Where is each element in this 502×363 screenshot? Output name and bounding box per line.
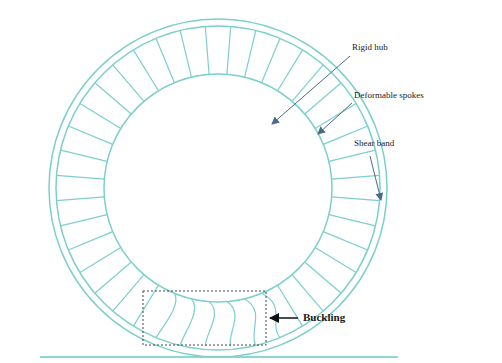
spoke: [113, 65, 144, 102]
part-label: Deformable spokes: [354, 91, 424, 101]
spoke: [305, 262, 342, 293]
leader-line: [370, 156, 381, 200]
spoke: [68, 232, 112, 250]
spoke: [57, 175, 105, 179]
buckled-spoke: [245, 299, 256, 346]
spoke: [305, 83, 342, 114]
shear-band-inner: [56, 26, 380, 350]
spoke: [292, 275, 323, 312]
callout-label: Buckling: [303, 311, 345, 323]
leader-arrow: [270, 317, 298, 319]
shear-band-outer: [49, 19, 387, 357]
spoke: [245, 31, 256, 78]
spoke: [323, 232, 367, 250]
part-label: Rigid hub: [352, 43, 388, 53]
spoke: [262, 38, 280, 82]
spoke: [113, 275, 144, 312]
spoke: [278, 285, 303, 326]
leader-line: [272, 56, 350, 124]
spokes: [57, 27, 380, 347]
spoke: [133, 50, 158, 91]
spoke: [57, 197, 105, 201]
spoke: [80, 103, 121, 128]
buckled-spoke: [180, 299, 194, 346]
spoke: [278, 50, 303, 91]
buckling-box: [143, 291, 266, 345]
part-label: Shear band: [354, 139, 394, 149]
leader-line: [318, 103, 352, 134]
spoke: [180, 31, 191, 78]
buckled-spoke: [262, 293, 280, 337]
buckled-spoke: [205, 302, 214, 346]
spoke: [68, 126, 112, 144]
spoke: [61, 150, 108, 161]
spoke: [315, 248, 356, 273]
spoke: [133, 285, 158, 326]
spoke: [315, 103, 356, 128]
spoke: [61, 215, 108, 226]
spoke: [329, 215, 376, 226]
spoke: [329, 150, 376, 161]
spoke: [95, 262, 132, 293]
spoke: [95, 83, 132, 114]
spoke: [156, 38, 174, 82]
spoke: [332, 197, 380, 201]
rigid-hub: [104, 74, 332, 302]
spoke: [205, 27, 209, 75]
spoke: [80, 248, 121, 273]
buckled-spoke: [227, 302, 235, 346]
spoke: [332, 175, 380, 179]
buckled-spoke: [156, 293, 176, 337]
spoke: [227, 27, 231, 75]
